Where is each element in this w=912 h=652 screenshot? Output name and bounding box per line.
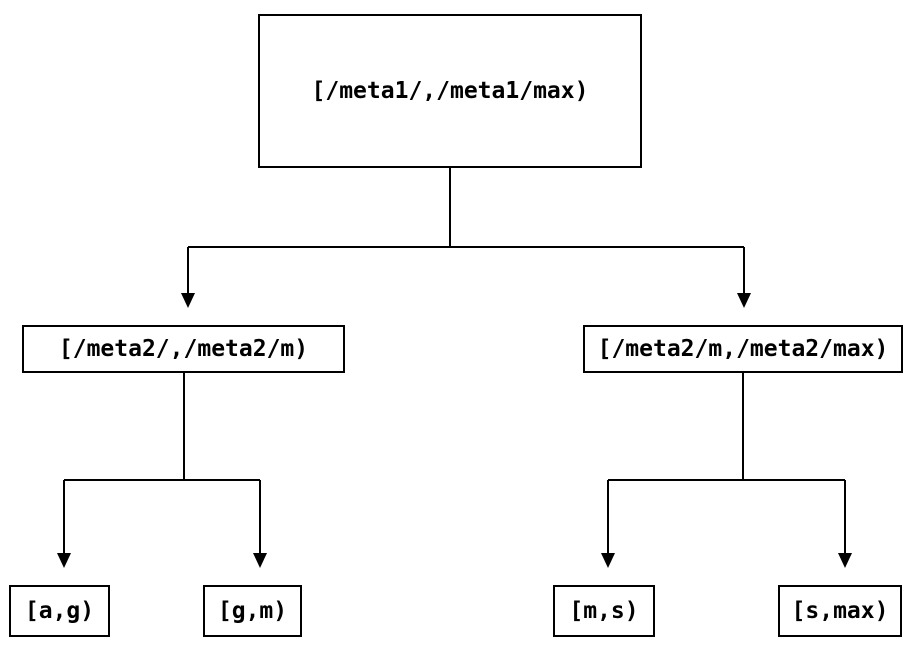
edge-meta2high-to-children bbox=[601, 373, 852, 568]
node-meta2-high: [/meta2/m,/meta2/max) bbox=[583, 325, 903, 373]
node-meta2-low-label: [/meta2/,/meta2/m) bbox=[58, 336, 309, 362]
arrowhead-down-icon bbox=[253, 553, 267, 568]
node-leaf-g-m: [g,m) bbox=[203, 585, 302, 637]
arrowhead-down-icon bbox=[57, 553, 71, 568]
node-leaf-a-g: [a,g) bbox=[9, 585, 110, 637]
arrowhead-down-icon bbox=[181, 293, 195, 308]
arrowhead-down-icon bbox=[601, 553, 615, 568]
node-meta2-low: [/meta2/,/meta2/m) bbox=[22, 325, 345, 373]
node-leaf-m-s: [m,s) bbox=[553, 585, 655, 637]
edge-root-to-children bbox=[181, 168, 751, 308]
node-leaf-s-max: [s,max) bbox=[778, 585, 902, 637]
edge-meta2low-to-children bbox=[57, 373, 267, 568]
node-leaf-s-max-label: [s,max) bbox=[791, 598, 889, 624]
node-leaf-a-g-label: [a,g) bbox=[24, 598, 95, 624]
node-root-label: [/meta1/,/meta1/max) bbox=[311, 78, 589, 104]
arrowhead-down-icon bbox=[838, 553, 852, 568]
node-root: [/meta1/,/meta1/max) bbox=[258, 14, 642, 168]
node-leaf-m-s-label: [m,s) bbox=[569, 598, 639, 624]
node-leaf-g-m-label: [g,m) bbox=[217, 598, 288, 624]
arrowhead-down-icon bbox=[737, 293, 751, 308]
node-meta2-high-label: [/meta2/m,/meta2/max) bbox=[597, 336, 889, 362]
